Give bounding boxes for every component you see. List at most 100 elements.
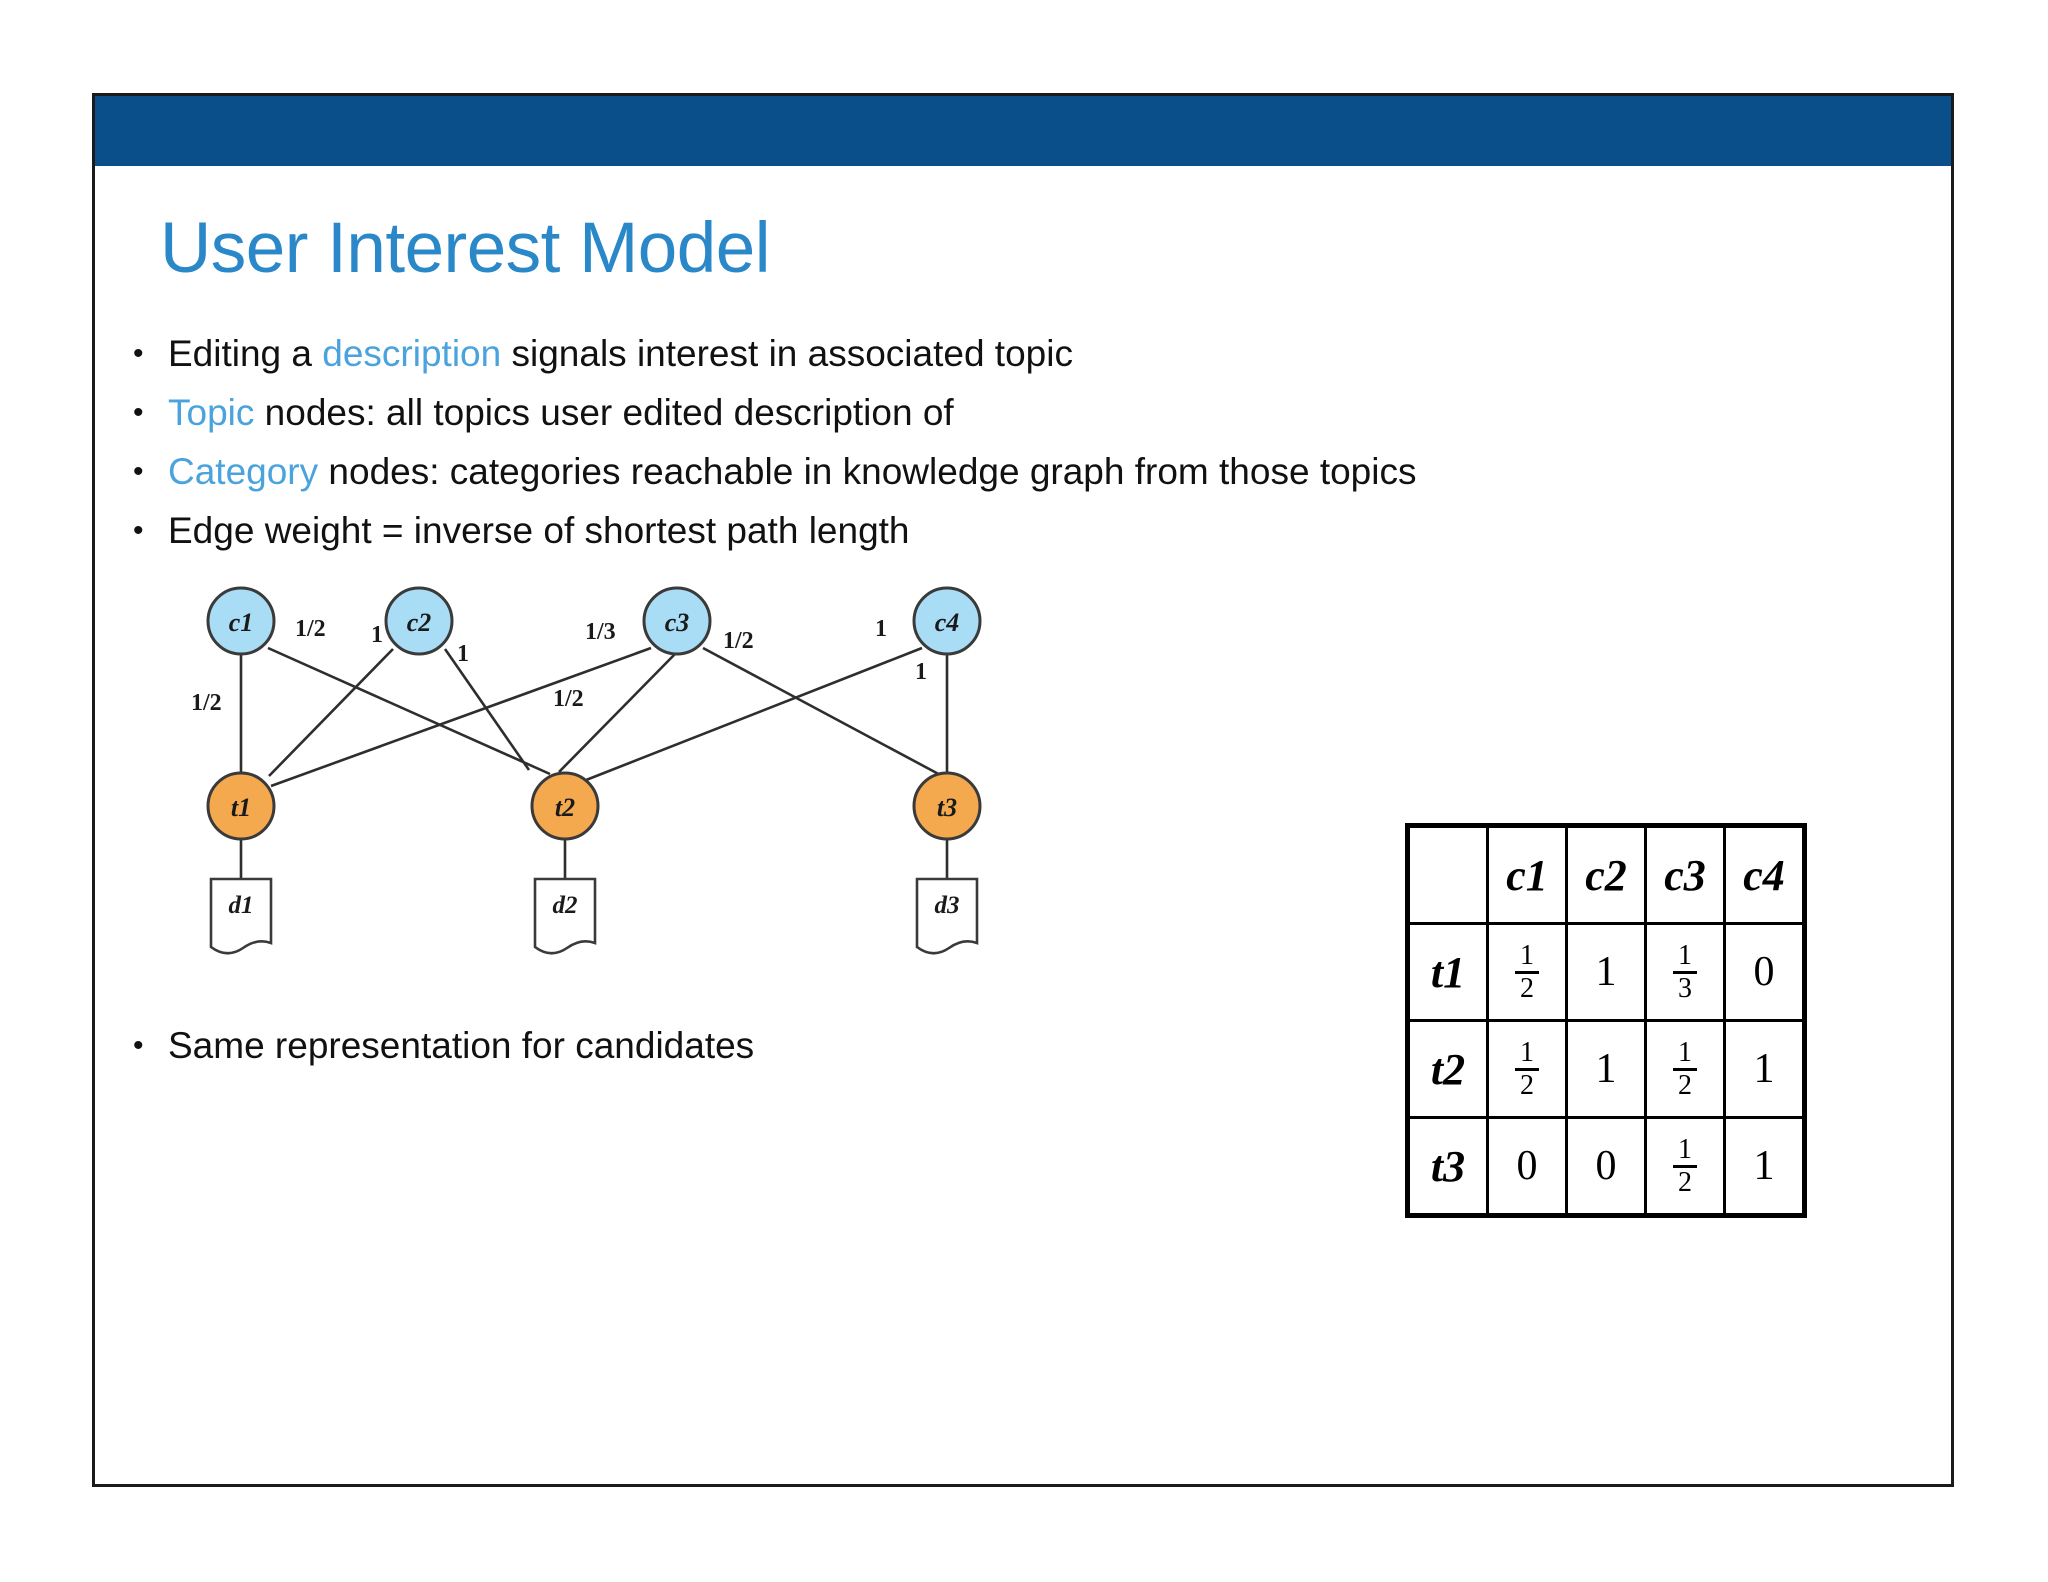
footer-bullet-list: •Same representation for candidates: [128, 1016, 1928, 1075]
slide-header-bar: [95, 96, 1951, 166]
edge-label-c4-t3: 1: [915, 659, 927, 685]
bullet-text: nodes: all topics user edited descriptio…: [254, 392, 954, 433]
matrix-column-header: c3: [1644, 824, 1726, 925]
edge-c2-t2: [443, 648, 531, 771]
matrix-cell: 1: [1565, 922, 1647, 1022]
node-d1-label: d1: [229, 892, 254, 919]
bullet-highlight-term: Topic: [168, 392, 255, 433]
fraction-numerator: 1: [1520, 939, 1534, 971]
edge-label-c2-t1: 1: [371, 622, 383, 648]
bullet-text: Editing a: [168, 333, 323, 374]
node-d2-label: d2: [553, 892, 578, 919]
matrix-cell: 1: [1723, 1019, 1806, 1119]
fraction-numerator: 1: [1678, 939, 1692, 971]
topic-nodes: t1 t2 t3: [206, 771, 982, 841]
bullet-item: •Same representation for candidates: [128, 1016, 1928, 1075]
bullet-marker-icon: •: [133, 396, 144, 429]
graph-doc-edges: [239, 839, 949, 878]
edge-label-c3-t3: 1/2: [723, 628, 754, 654]
edge-c4-t2: [580, 646, 923, 784]
node-c3[interactable]: [642, 586, 712, 656]
user-interest-graph: c1 c2 c3 c4 t1 t2 t3: [185, 586, 1055, 986]
node-d3-label: d3: [935, 892, 960, 919]
edge-c1-t2: [267, 646, 551, 776]
node-d1[interactable]: [209, 877, 273, 955]
bullet-marker-icon: •: [133, 514, 144, 547]
node-c1-label: c1: [229, 608, 254, 637]
matrix-corner-cell: [1406, 824, 1489, 925]
matrix-cell: 0: [1565, 1116, 1647, 1217]
matrix-cell: 1: [1723, 1116, 1806, 1217]
fraction-denominator: 3: [1673, 970, 1697, 1003]
matrix-cell: 0: [1486, 1116, 1568, 1217]
fraction-denominator: 2: [1673, 1164, 1697, 1197]
matrix-cell: 0: [1723, 922, 1806, 1022]
node-t2[interactable]: [530, 771, 600, 841]
matrix-column-header: c4: [1723, 824, 1806, 925]
main-bullet-list: • Editing a description signals interest …: [128, 324, 1928, 560]
fraction-denominator: 2: [1515, 970, 1539, 1003]
node-t2-label: t2: [555, 793, 575, 822]
fraction-denominator: 2: [1673, 1067, 1697, 1100]
node-t3-label: t3: [937, 793, 957, 822]
node-t3[interactable]: [912, 771, 982, 841]
fraction-numerator: 1: [1678, 1036, 1692, 1068]
bullet-marker-icon: •: [133, 337, 144, 370]
bullet-marker-icon: •: [133, 455, 144, 488]
bullet-text: nodes: categories reachable in knowledge…: [318, 451, 1417, 492]
edge-c2-t1: [268, 648, 394, 777]
matrix-row-header: t3: [1406, 1116, 1489, 1217]
matrix-column-header: c2: [1565, 824, 1647, 925]
edge-label-c1-t2: 1/2: [295, 616, 326, 642]
edge-label-c1-t1: 1/2: [191, 690, 222, 716]
document-nodes: [209, 877, 979, 955]
category-nodes: c1 c2 c3 c4: [206, 586, 982, 656]
node-c4-label: c4: [935, 608, 960, 637]
graph-edges: [239, 646, 949, 788]
edge-c3-t1: [270, 646, 652, 788]
node-t1-label: t1: [231, 793, 251, 822]
edge-c3-t3: [702, 646, 947, 780]
edge-weight-labels: 1/2 1/2 1 1 1/3 1/2 1/2 1 1: [191, 616, 927, 716]
matrix-row-header: t2: [1406, 1019, 1489, 1119]
node-c2[interactable]: [384, 586, 454, 656]
bullet-item: • Category nodes: categories reachable in…: [128, 442, 1928, 501]
bullet-item: •Edge weight = inverse of shortest path …: [128, 501, 1928, 560]
edge-label-c3-t1: 1/3: [585, 619, 616, 645]
matrix-cell: 1: [1565, 1019, 1647, 1119]
edge-label-c2-t2: 1: [457, 641, 469, 667]
bullet-text: signals interest in associated topic: [501, 333, 1073, 374]
node-t1[interactable]: [206, 771, 276, 841]
bullet-highlight-term: description: [322, 333, 502, 374]
edge-c3-t2: [558, 653, 676, 773]
matrix-column-header: c1: [1486, 824, 1568, 925]
node-c2-label: c2: [407, 608, 432, 637]
node-d3[interactable]: [915, 877, 979, 955]
bullet-text: Same representation for candidates: [168, 1025, 755, 1066]
edge-label-c3-t2: 1/2: [553, 686, 584, 712]
node-d2[interactable]: [533, 877, 597, 955]
node-c4[interactable]: [912, 586, 982, 656]
bullet-highlight-term: Category: [168, 451, 319, 492]
bullet-item: • Topic nodes: all topics user edited des…: [128, 383, 1928, 442]
page-title: User Interest Model: [160, 209, 771, 288]
node-c3-label: c3: [665, 608, 690, 637]
fraction-denominator: 2: [1515, 1067, 1539, 1100]
slide-canvas: User Interest Model • Editing a descripti…: [92, 93, 1954, 1487]
node-c1[interactable]: [206, 586, 276, 656]
fraction-numerator: 1: [1520, 1036, 1534, 1068]
